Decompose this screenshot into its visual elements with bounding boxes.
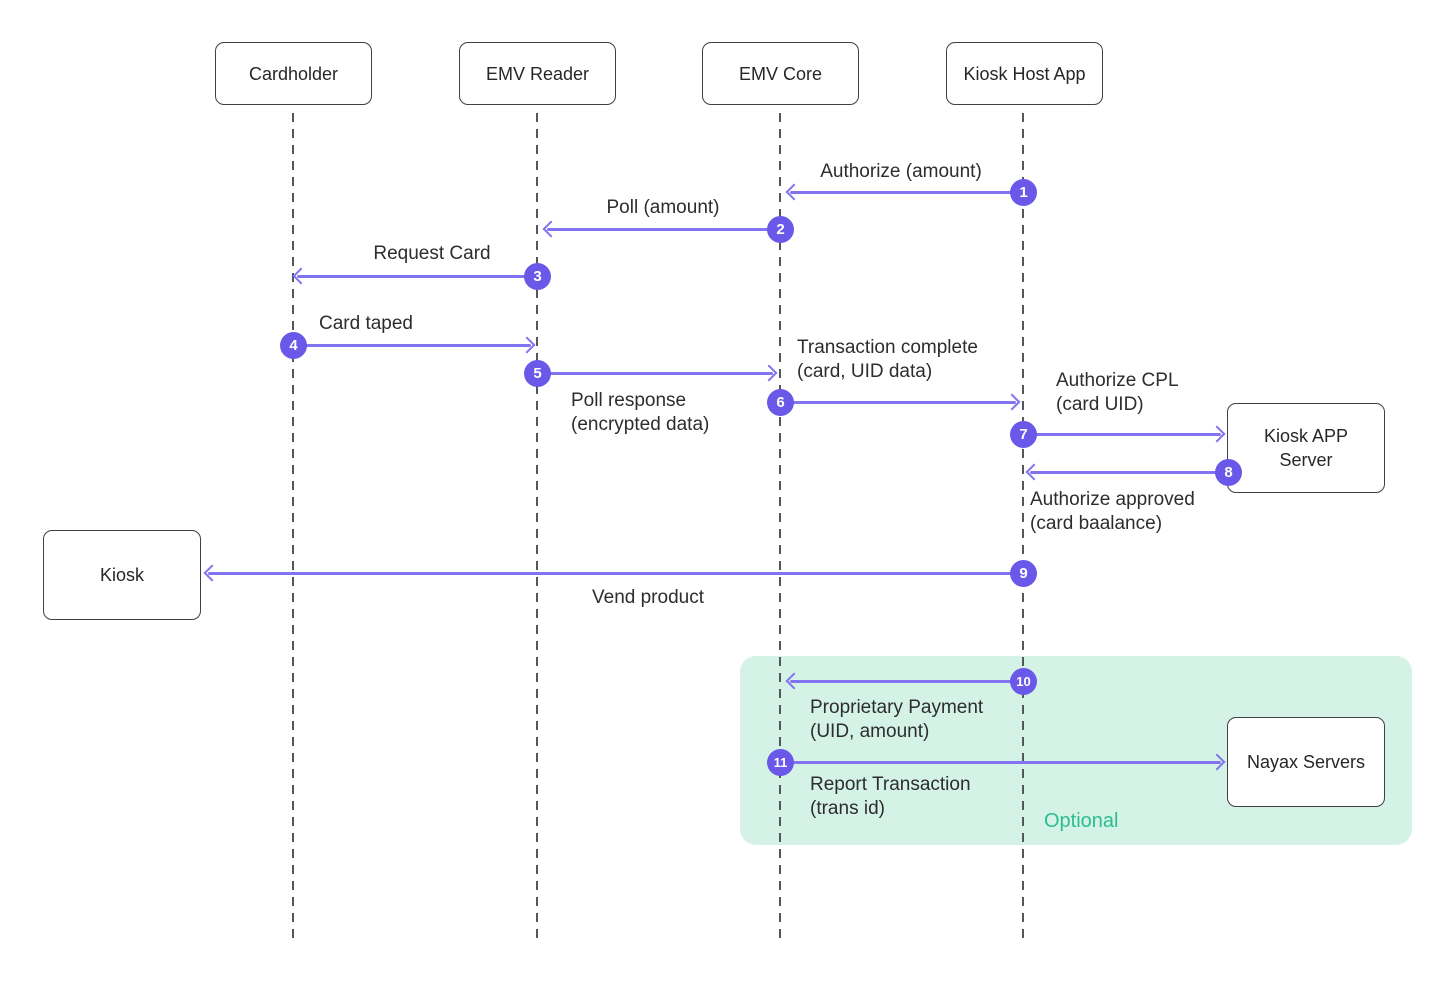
message-10-label: Proprietary Payment (UID, amount) <box>810 697 984 742</box>
message-4-label: Card taped <box>318 313 414 334</box>
message-8-arrow-line <box>1030 471 1228 474</box>
message-8-label: Authorize approved (card baalance) <box>1030 489 1195 534</box>
side-box-kiosk: Kiosk <box>43 530 201 620</box>
message-5-arrow-line <box>537 372 773 375</box>
lifeline-emv-core <box>779 113 781 945</box>
step-badge-9: 9 <box>1010 560 1037 587</box>
arrowhead-left-icon <box>542 220 560 238</box>
step-badge-6: 6 <box>767 389 794 416</box>
message-3-label: Request Card <box>373 243 491 264</box>
step-badge-4: 4 <box>280 332 307 359</box>
side-box-nayax-servers: Nayax Servers <box>1227 717 1385 807</box>
message-1-label: Authorize (amount) <box>820 161 982 182</box>
arrowhead-left-icon <box>292 267 310 285</box>
arrowhead-right-icon <box>1003 393 1021 411</box>
message-6-arrow-line <box>780 401 1016 404</box>
step-badge-11: 11 <box>767 749 794 776</box>
step-badge-3: 3 <box>524 263 551 290</box>
optional-region-label: Optional <box>1044 810 1119 832</box>
participant-box-kiosk-host-app: Kiosk Host App <box>946 42 1103 105</box>
arrowhead-left-icon <box>785 183 803 201</box>
step-badge-1: 1 <box>1010 179 1037 206</box>
message-3-arrow-line <box>297 275 537 278</box>
message-10-arrow-line <box>790 680 1023 683</box>
step-badge-8: 8 <box>1215 459 1242 486</box>
step-badge-5: 5 <box>524 360 551 387</box>
message-7-label: Authorize CPL (card UID) <box>1056 370 1179 415</box>
message-6-label: Transaction complete (card, UID data) <box>797 337 978 382</box>
message-5-label: Poll response (encrypted data) <box>571 390 710 435</box>
step-badge-10: 10 <box>1010 668 1037 695</box>
arrowhead-right-icon <box>1208 425 1226 443</box>
side-box-kiosk-app-server: Kiosk APP Server <box>1227 403 1385 493</box>
message-11-arrow-line <box>780 761 1221 764</box>
step-badge-7: 7 <box>1010 421 1037 448</box>
lifeline-emv-reader <box>536 113 538 945</box>
message-1-arrow-line <box>790 191 1023 194</box>
message-11-label: Report Transaction (trans id) <box>810 774 971 819</box>
message-7-arrow-line <box>1023 433 1221 436</box>
step-badge-2: 2 <box>767 216 794 243</box>
lifeline-kiosk-host-app <box>1022 113 1024 945</box>
lifeline-cardholder <box>292 113 294 945</box>
message-2-label: Poll (amount) <box>606 197 720 218</box>
message-2-arrow-line <box>547 228 780 231</box>
participant-box-cardholder: Cardholder <box>215 42 372 105</box>
participant-box-emv-reader: EMV Reader <box>459 42 616 105</box>
message-9-arrow-line <box>208 572 1023 575</box>
message-4-arrow-line <box>293 344 531 347</box>
arrowhead-right-icon <box>760 364 778 382</box>
arrowhead-left-icon <box>203 564 221 582</box>
arrowhead-right-icon <box>518 336 536 354</box>
message-9-label: Vend product <box>592 587 704 608</box>
participant-box-emv-core: EMV Core <box>702 42 859 105</box>
arrowhead-left-icon <box>1025 463 1043 481</box>
